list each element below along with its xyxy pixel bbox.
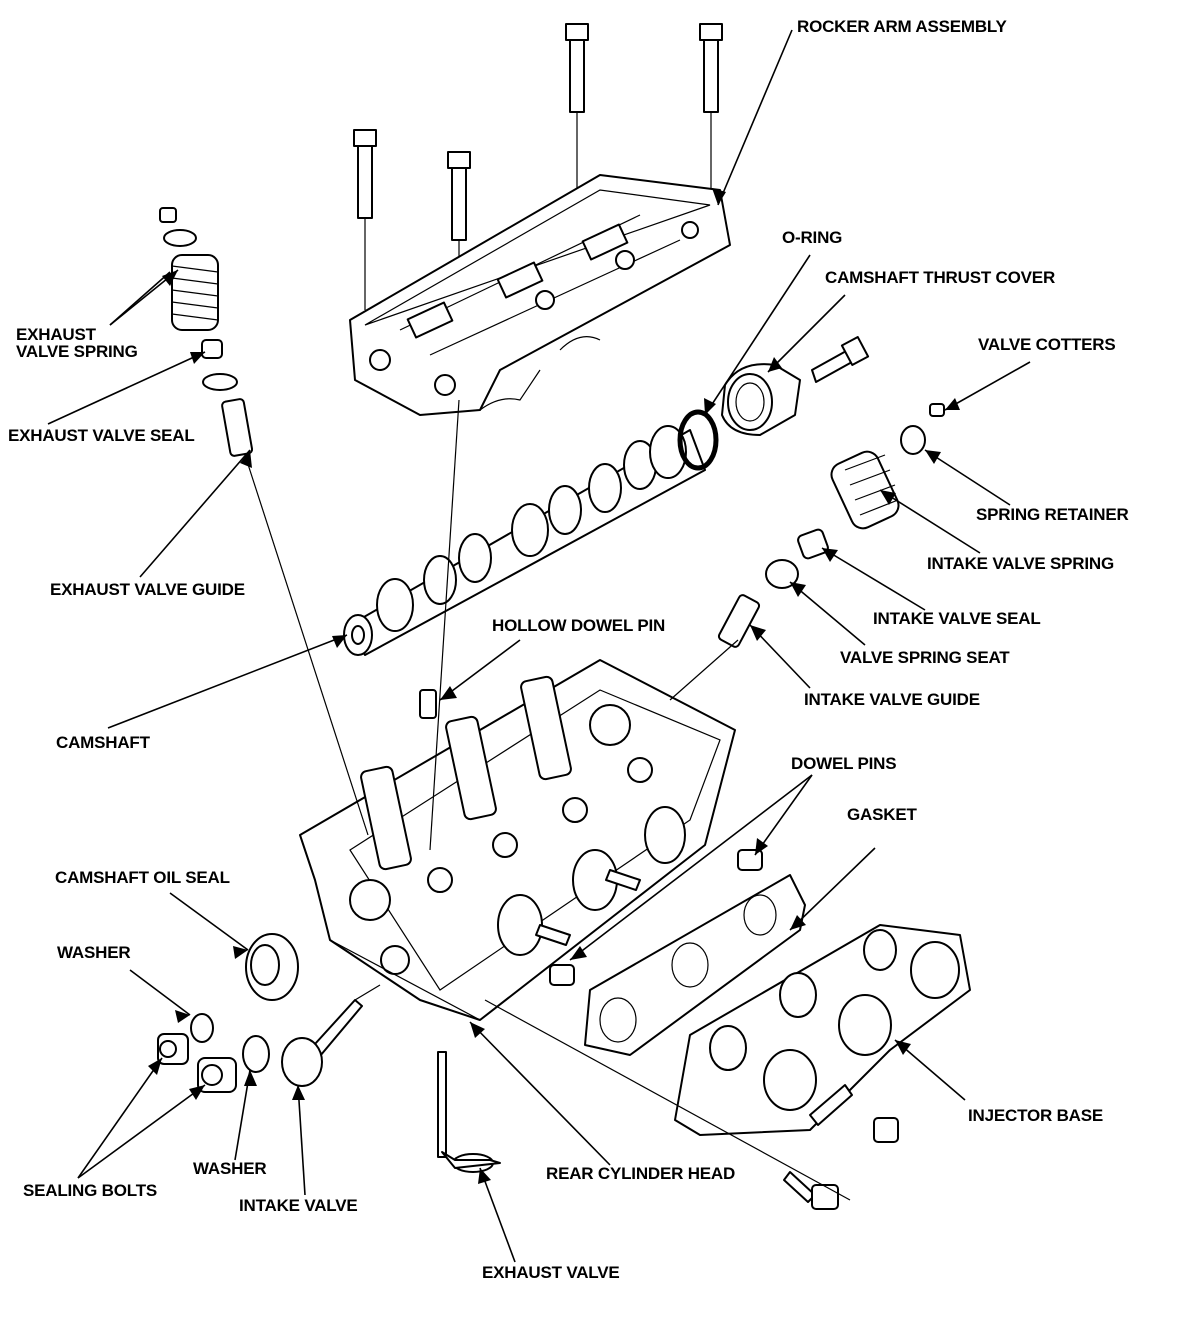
label-camshaft-thrust-cover: CAMSHAFT THRUST COVER xyxy=(825,268,1056,287)
rocker-arm-assembly-part xyxy=(349,174,731,416)
hollow-dowel-pin-part xyxy=(419,689,437,719)
label-o-ring: O-RING xyxy=(782,228,843,247)
injector-base-bolt xyxy=(783,1171,839,1210)
intake-valve-seal-part xyxy=(797,528,829,560)
sealing-bolt-part xyxy=(197,1057,237,1093)
label-camshaft-oil-seal: CAMSHAFT OIL SEAL xyxy=(55,868,230,887)
rocker-bolt xyxy=(565,23,589,190)
intake-valve-part xyxy=(281,984,381,1087)
label-injector-base: INJECTOR BASE xyxy=(968,1106,1104,1125)
rocker-bolt xyxy=(447,151,471,300)
dowel-pin-part xyxy=(549,964,575,986)
label-exhaust-valve-guide: EXHAUST VALVE GUIDE xyxy=(50,580,245,599)
label-exhaust-valve-seal: EXHAUST VALVE SEAL xyxy=(8,426,195,445)
exhaust-valve-seal-part xyxy=(201,339,223,359)
exhaust-valve-guide-part xyxy=(221,398,254,457)
label-exhaust-valve-spring-line2: VALVE SPRING xyxy=(16,342,138,361)
sealing-bolt-part xyxy=(157,1033,189,1065)
label-gasket: GASKET xyxy=(847,805,917,824)
label-washer-bottom: WASHER xyxy=(193,1159,267,1178)
intake-valve-guide-part xyxy=(717,594,761,648)
rocker-bolt xyxy=(353,129,377,310)
label-hollow-dowel-pin: HOLLOW DOWEL PIN xyxy=(492,616,666,635)
camshaft-thrust-cover-part xyxy=(721,363,801,436)
label-exhaust-valve: EXHAUST VALVE xyxy=(482,1263,620,1282)
exhaust-spring-retainer xyxy=(163,229,197,247)
label-sealing-bolts: SEALING BOLTS xyxy=(23,1181,158,1200)
thrust-cover-bolt xyxy=(811,336,870,383)
o-ring-part xyxy=(677,409,719,471)
camshaft-oil-seal-part xyxy=(245,933,299,1001)
label-valve-spring-seat: VALVE SPRING SEAT xyxy=(840,648,1010,667)
washer-part xyxy=(242,1035,270,1073)
label-dowel-pins: DOWEL PINS xyxy=(791,754,897,773)
label-intake-valve-seal: INTAKE VALVE SEAL xyxy=(873,609,1041,628)
exhaust-valve-part xyxy=(437,1051,501,1173)
injector-base-bolt xyxy=(809,1084,899,1143)
intake-valve-cotters xyxy=(929,403,945,417)
exhaust-valve-cotters xyxy=(159,207,177,223)
stud-part xyxy=(605,869,641,891)
label-intake-valve-guide: INTAKE VALVE GUIDE xyxy=(804,690,980,709)
intake-spring-retainer xyxy=(900,425,926,455)
camshaft-part xyxy=(343,425,706,656)
rear-cylinder-head-part xyxy=(299,659,736,1021)
label-washer-top: WASHER xyxy=(57,943,131,962)
injector-base-part xyxy=(674,924,971,1136)
stud-part xyxy=(535,924,571,946)
dowel-pin-part xyxy=(737,849,763,871)
exhaust-spring-seat xyxy=(202,373,238,391)
label-camshaft: CAMSHAFT xyxy=(56,733,150,752)
label-intake-valve-spring: INTAKE VALVE SPRING xyxy=(927,554,1114,573)
label-rocker-arm-assembly: ROCKER ARM ASSEMBLY xyxy=(797,17,1007,36)
rocker-bolt xyxy=(699,23,723,190)
intake-valve-spring-part xyxy=(830,450,900,530)
label-valve-cotters: VALVE COTTERS xyxy=(978,335,1116,354)
washer-part xyxy=(190,1013,214,1043)
gasket-part xyxy=(584,874,806,1056)
leader-lines xyxy=(47,29,1031,1263)
label-intake-valve: INTAKE VALVE xyxy=(239,1196,358,1215)
label-spring-retainer: SPRING RETAINER xyxy=(976,505,1129,524)
exhaust-valve-spring-part xyxy=(171,254,219,331)
valve-spring-seat-part xyxy=(765,559,799,589)
label-rear-cylinder-head: REAR CYLINDER HEAD xyxy=(546,1164,736,1183)
label-exhaust-valve-spring-line1: EXHAUST xyxy=(16,325,96,344)
